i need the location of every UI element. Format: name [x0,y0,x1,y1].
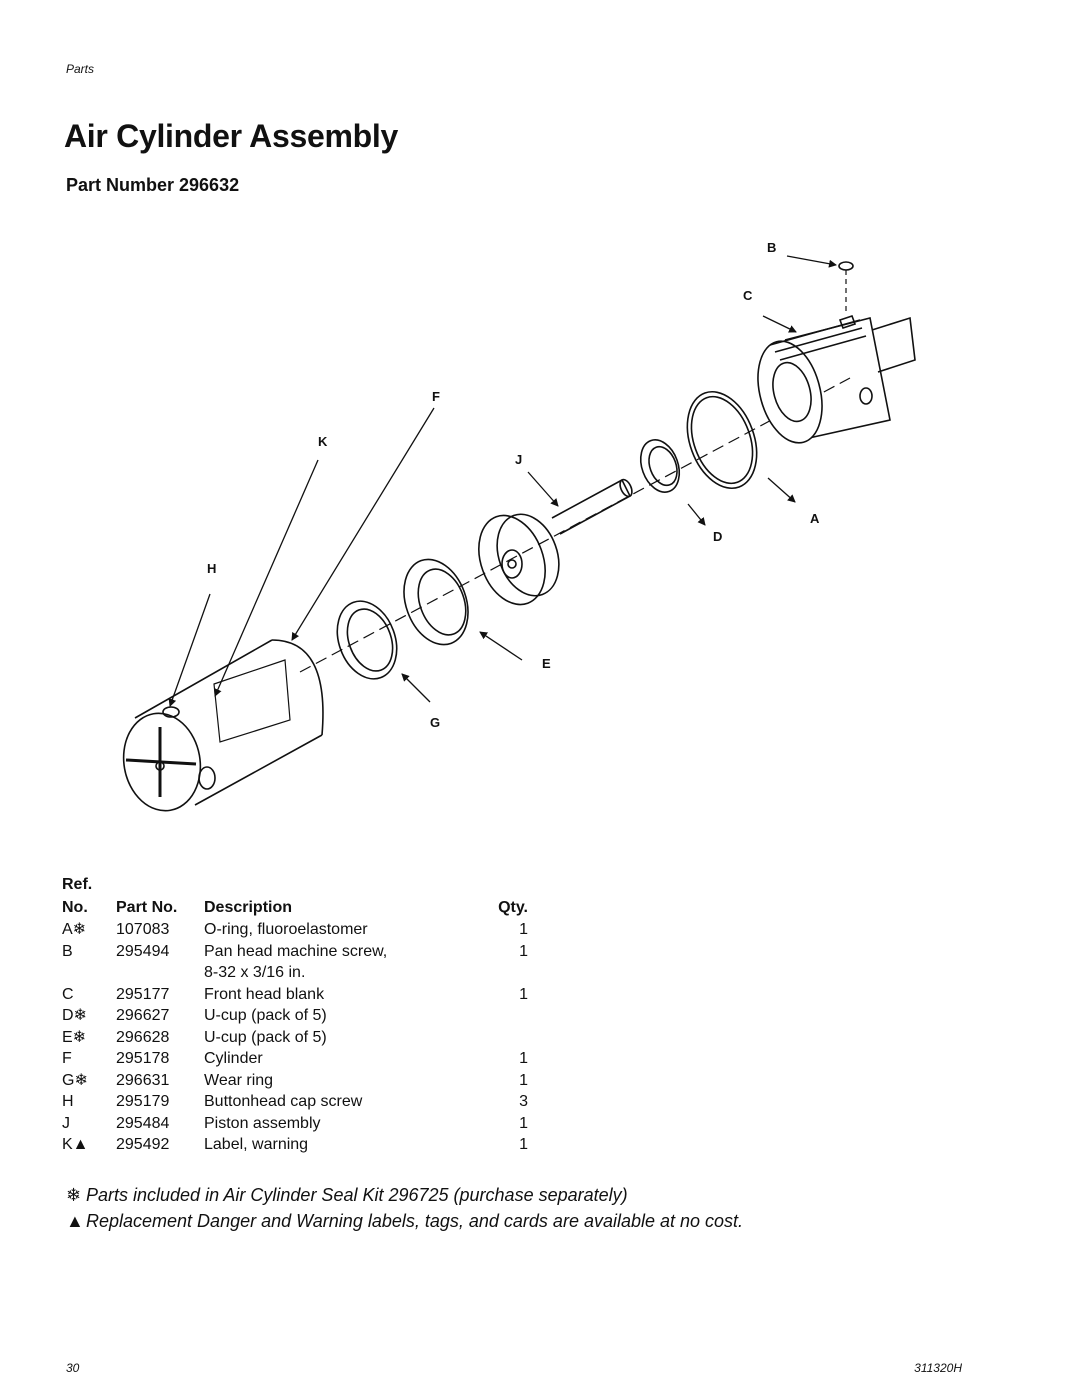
piston-assembly-part [478,478,633,606]
cell-ref: C [62,985,74,1003]
table-row: B 295494 Pan head machine screw, 1 [62,941,528,963]
cell-description: Front head blank [204,985,325,1003]
cell-qty [470,962,528,984]
exploded-assembly-diagram: B C F K J A D H E G [122,240,916,812]
callout-b: B [767,240,776,255]
table-row: H 295179 Buttonhead cap screw 3 [62,1091,528,1113]
cell-part-no: 295179 [116,1093,170,1110]
cell-qty: 1 [519,942,528,960]
footnote-seal-kit: ❄Parts included in Air Cylinder Seal Kit… [66,1185,628,1206]
cell-part-no: 296631 [116,1071,170,1089]
table-header-row: No. Part No. Description Qty. [62,895,528,919]
cell-description: Wear ring [204,1071,274,1089]
table-row: D❄ 296627 U-cup (pack of 5) [62,1005,528,1027]
column-header-part-no: Part No. [116,899,178,916]
cell-ref: B [62,942,73,960]
callout-h: H [207,561,216,576]
cell-qty [470,1005,528,1027]
footnote-text: Replacement Danger and Warning labels, t… [86,1211,744,1231]
table-header-row-top: Ref. [62,873,528,895]
cell-description: Label, warning [204,1136,309,1153]
cell-description: U-cup (pack of 5) [204,1028,327,1046]
cell-qty: 3 [519,1093,528,1110]
cell-ref: J [62,1114,70,1132]
table-row: J 295484 Piston assembly 1 [62,1113,528,1135]
wear-ring-part [336,600,398,680]
page-number: 30 [66,1361,80,1375]
cell-description: U-cup (pack of 5) [204,1007,327,1024]
cell-description: Buttonhead cap screw [204,1093,363,1110]
document-id: 311320H [914,1361,962,1375]
cell-ref: E❄ [62,1028,87,1046]
cell-description: 8-32 x 3/16 in. [204,964,306,981]
part-number-heading: Part Number 296632 [66,175,240,195]
callout-g: G [430,715,440,730]
parts-table: Ref. No. Part No. Description Qty. A❄ 107… [62,873,528,1156]
u-cup-e-part [403,558,469,646]
callout-c: C [743,288,753,303]
cylinder-part [122,639,324,812]
column-header-description: Description [204,899,293,916]
cell-description: O-ring, fluoroelastomer [204,921,368,938]
table-row: A❄ 107083 O-ring, fluoroelastomer 1 [62,919,528,941]
cell-qty: 1 [519,1114,528,1132]
callout-k: K [318,434,328,449]
column-header-ref: No. [62,899,88,916]
callout-j: J [515,452,522,467]
callout-e: E [542,656,551,671]
footnote-warning-labels: ▲Replacement Danger and Warning labels, … [66,1211,743,1232]
cell-part-no [116,962,204,984]
footnote-text: Parts included in Air Cylinder Seal Kit … [86,1185,628,1205]
snowflake-icon: ❄ [66,1185,82,1205]
table-row: G❄ 296631 Wear ring 1 [62,1070,528,1092]
column-header-qty: Qty. [498,899,528,916]
cell-part-no: 295177 [116,985,170,1003]
cell-qty: 1 [519,921,528,938]
cell-ref: D❄ [62,1007,87,1024]
cell-part-no: 295484 [116,1114,170,1132]
cell-qty: 1 [519,1071,528,1089]
cell-ref: A❄ [62,921,87,938]
cell-ref: K▲ [62,1136,89,1153]
table-row: K▲ 295492 Label, warning 1 [62,1134,528,1156]
cell-qty: 1 [519,1050,528,1067]
u-cup-d-part [639,439,681,493]
cell-qty: 1 [519,1136,528,1153]
cell-description: Piston assembly [204,1114,321,1132]
front-head-blank-part [757,261,916,444]
table-row: F 295178 Cylinder 1 [62,1048,528,1070]
cell-part-no: 296627 [116,1007,170,1024]
cell-part-no: 107083 [116,921,170,938]
page-title: Air Cylinder Assembly [64,118,398,154]
table-row: 8-32 x 3/16 in. [62,962,528,984]
table-row: C 295177 Front head blank 1 [62,984,528,1006]
callout-a: A [810,511,820,526]
cell-description: Cylinder [204,1050,263,1067]
cell-part-no: 295494 [116,942,170,960]
cell-ref: G❄ [62,1071,88,1089]
cell-part-no: 295492 [116,1136,170,1153]
cell-ref: F [62,1050,72,1067]
section-label: Parts [66,62,95,76]
cell-ref [62,962,116,984]
cell-ref: H [62,1093,74,1110]
cell-description: Pan head machine screw, [204,942,388,960]
callout-f: F [432,389,440,404]
cell-part-no: 296628 [116,1028,170,1046]
cell-qty: 1 [519,985,528,1003]
column-header-ref-top: Ref. [62,875,93,893]
callout-d: D [713,529,722,544]
o-ring-part [686,390,758,490]
cell-qty [470,1027,528,1049]
table-row: E❄ 296628 U-cup (pack of 5) [62,1027,528,1049]
cell-part-no: 295178 [116,1050,170,1067]
triangle-icon: ▲ [66,1211,84,1231]
